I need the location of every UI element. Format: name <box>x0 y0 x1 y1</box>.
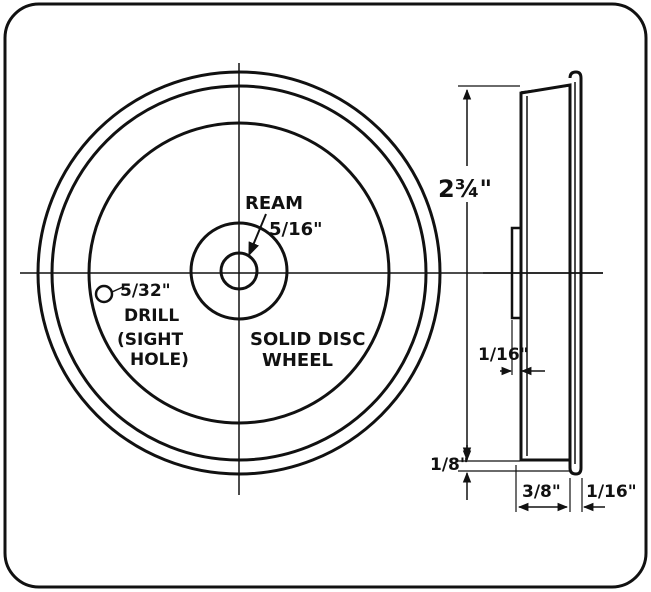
outer-rim-circle <box>36 70 442 476</box>
ream-leader <box>248 213 267 257</box>
wheel-label-line2: WHEEL <box>262 350 333 371</box>
rim-height-label: 1/8" <box>430 455 469 475</box>
web-line-2 <box>520 85 569 93</box>
drill-leader <box>111 286 124 293</box>
width-label: 3/8" <box>522 482 561 502</box>
drill-label: DRILL <box>124 306 179 326</box>
side-profile <box>519 70 583 476</box>
hub-circle <box>189 221 289 321</box>
rim-inner-circle <box>50 84 428 462</box>
ream-size: 5/16" <box>269 219 323 240</box>
flange-label: 1/16" <box>586 482 637 502</box>
bore-circle <box>219 251 259 291</box>
wheel-label-line1: SOLID DISC <box>250 329 365 350</box>
diameter-label: 2¾" <box>438 175 492 203</box>
sight-label-line2: HOLE) <box>130 350 189 370</box>
frame-border <box>3 2 648 589</box>
sight-hole-circle <box>94 284 114 304</box>
front-view: REAM 5/16" 5/32" DRILL (SIGHT HOLE) SOLI… <box>20 63 603 495</box>
drill-size: 5/32" <box>120 281 171 301</box>
ream-label: REAM <box>245 193 303 214</box>
hub-depth-label: 1/16" <box>478 345 529 365</box>
diameter-label-bg <box>438 166 492 202</box>
disc-circle <box>87 121 391 425</box>
sight-label-line1: (SIGHT <box>117 330 184 350</box>
side-view: 2¾" 1/16" 1/8" 3/8" 1/16" <box>430 70 637 512</box>
